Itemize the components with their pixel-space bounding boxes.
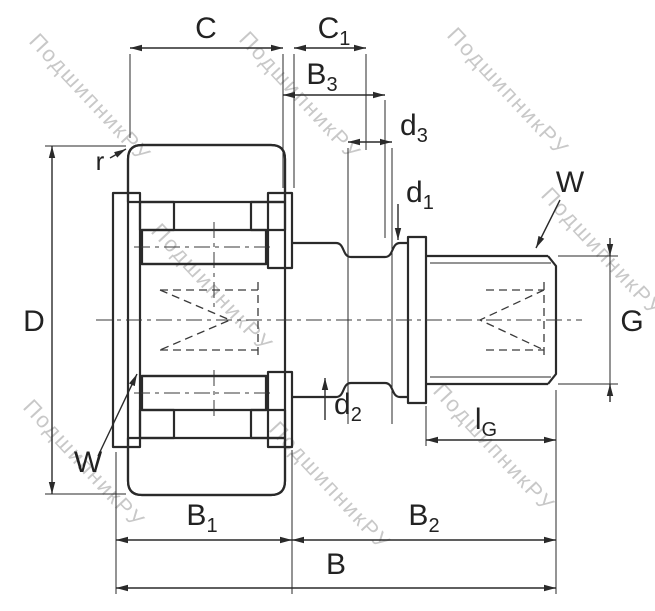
watermark-text: ПодшипникРУ	[536, 182, 655, 321]
dim-label-W-top: W	[556, 166, 585, 199]
dim-label-d3: d3	[400, 109, 428, 147]
watermark-text: ПодшипникРУ	[442, 22, 574, 161]
dim-B1: B1	[115, 450, 293, 594]
dim-label-r: r	[96, 146, 105, 176]
dim-label-B: B	[326, 548, 346, 581]
dim-D: D	[23, 145, 126, 495]
dim-lG: lG	[425, 390, 557, 446]
dim-label-d2: d2	[334, 388, 362, 426]
dim-label-C: C	[195, 12, 217, 45]
dim-W-top: W	[535, 166, 585, 249]
dim-label-lG: lG	[475, 403, 497, 441]
dim-label-d1: d1	[406, 176, 434, 214]
dim-label-B3: B3	[306, 58, 337, 96]
dim-label-B1: B1	[186, 499, 217, 537]
dim-W-bottom: W	[74, 373, 138, 479]
dim-B: B	[116, 548, 556, 592]
dim-C: C	[129, 12, 284, 188]
dim-label-C1: C1	[318, 12, 351, 50]
dim-B3: B3	[283, 58, 386, 238]
dim-d1: d1	[394, 176, 434, 240]
dim-label-B2: B2	[408, 499, 439, 537]
dim-C1: C1	[293, 12, 367, 188]
dim-d3: d3	[347, 109, 428, 424]
dim-d2: d2	[321, 378, 362, 426]
dim-B2: B2	[292, 446, 557, 594]
dim-label-G: G	[620, 305, 643, 338]
dim-G: G	[558, 238, 644, 402]
dim-r: r	[96, 146, 127, 176]
dim-label-D: D	[23, 305, 45, 338]
watermark-text: ПодшипникРУ	[428, 378, 560, 517]
dim-label-W-bottom: W	[74, 446, 103, 479]
right-flange-plate	[266, 191, 294, 449]
